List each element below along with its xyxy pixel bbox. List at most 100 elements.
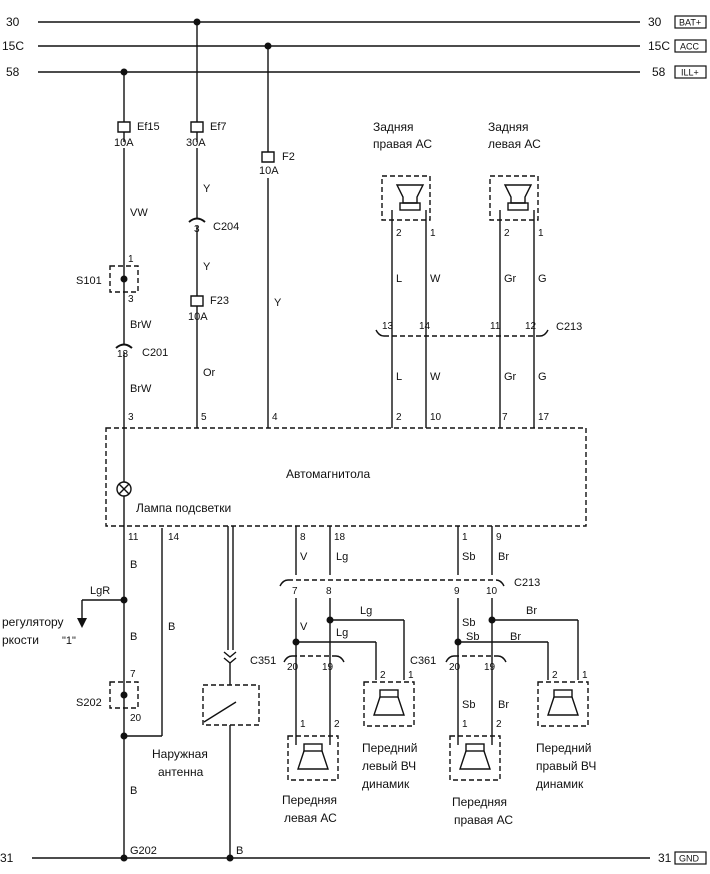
svg-text:G: G — [538, 371, 547, 383]
battery-feed: Ef7 30A Y 3 C204 Y F23 10A Or 5 — [186, 18, 239, 428]
svg-text:2: 2 — [334, 719, 340, 730]
svg-text:Gr: Gr — [504, 371, 517, 383]
svg-text:11: 11 — [128, 532, 139, 543]
g202-label: G202 — [130, 845, 157, 857]
svg-text:8: 8 — [300, 532, 306, 543]
svg-text:L: L — [396, 273, 402, 285]
lamp-ground: 11 14 B LgR регулятору ркости "1" B S202… — [2, 496, 180, 862]
tw-right-label-2: правый ВЧ — [536, 759, 596, 773]
c204-label: C204 — [213, 221, 239, 233]
fuse-ef7-rating: 30A — [186, 137, 206, 149]
rail-15c-left-label: 15C — [2, 39, 24, 53]
front-right-speaker-box — [449, 735, 501, 781]
svg-text:B: B — [130, 785, 137, 797]
acc-tag: ACC — [680, 42, 700, 52]
wire-vw: VW — [130, 207, 148, 219]
svg-text:7: 7 — [292, 586, 298, 597]
tw-right-label-3: динамик — [536, 777, 584, 791]
svg-text:V: V — [300, 551, 308, 563]
svg-text:2: 2 — [396, 228, 402, 239]
fuse-f2-rating: 10A — [259, 165, 279, 177]
front-left-wiring: 8 18 V Lg C213 7 8 Lg V V Lg C351 20 19 … — [250, 526, 540, 825]
svg-text:13: 13 — [117, 349, 129, 360]
svg-text:5: 5 — [201, 412, 207, 423]
rear-left-speaker: Задняя левая АС 2 1 Gr G Gr G 7 17 — [488, 120, 550, 428]
fuse-ef7-name: Ef7 — [210, 121, 227, 133]
rail-31-right-label: 31 — [658, 851, 672, 865]
antenna-label-1: Наружная — [152, 747, 208, 761]
c201-label: C201 — [142, 347, 168, 359]
head-unit-title: Автомагнитола — [286, 467, 371, 481]
front-right-tweeter-box — [537, 681, 589, 727]
svg-text:Br: Br — [526, 605, 537, 617]
wire-brw-2: BrW — [130, 383, 152, 395]
wire-brw-1: BrW — [130, 319, 152, 331]
rail-15c-right-label: 15C — [648, 39, 670, 53]
gnd-tag: GND — [679, 854, 700, 864]
svg-text:3: 3 — [128, 412, 134, 423]
svg-text:Gr: Gr — [504, 273, 517, 285]
svg-text:Sb: Sb — [462, 617, 475, 629]
svg-text:Задняя: Задняя — [373, 120, 414, 134]
rail-31-left-label: 31 — [0, 851, 14, 865]
svg-text:20: 20 — [130, 713, 142, 724]
power-rails: 30 15C 58 31 30 15C 58 31 BAT+ ACC ILL+ … — [0, 15, 707, 865]
c351-label: C351 — [250, 655, 276, 667]
fuse-ef15-rating: 10A — [114, 137, 134, 149]
rail-30-left-label: 30 — [6, 15, 20, 29]
fuse-f23-name: F23 — [210, 295, 229, 307]
fuse-ef15-name: Ef15 — [137, 121, 160, 133]
antenna: B Наружная антенна — [152, 526, 260, 862]
rail-58-left-label: 58 — [6, 65, 20, 79]
svg-text:7: 7 — [130, 669, 136, 680]
wire-lgr: LgR — [90, 585, 110, 597]
head-unit: Автомагнитола Лампа подсветки — [105, 427, 587, 527]
tw-left-label-2: левый ВЧ — [362, 759, 416, 773]
svg-text:левая АС: левая АС — [488, 137, 541, 151]
dimmer-ref: "1" — [62, 635, 76, 647]
svg-text:10: 10 — [430, 412, 442, 423]
front-left-label-2: левая АС — [284, 811, 337, 825]
front-right-wiring: 1 9 Sb Br 9 10 Br Sb Sb Br C361 20 19 Sb… — [410, 526, 596, 827]
svg-text:9: 9 — [454, 586, 460, 597]
rear-right-speaker: Задняя правая АС 2 1 L W L W 2 10 — [373, 120, 442, 428]
svg-text:14: 14 — [419, 321, 431, 332]
front-right-label-2: правая АС — [454, 813, 513, 827]
svg-text:B: B — [130, 559, 137, 571]
illumination-feed: Ef15 10A VW S101 1 3 BrW 13 C201 BrW 3 — [76, 68, 168, 428]
rail-30-right-label: 30 — [648, 15, 662, 29]
tw-left-label-1: Передний — [362, 741, 417, 755]
svg-text:1: 1 — [300, 719, 306, 730]
svg-text:Y: Y — [203, 261, 211, 273]
front-left-label-1: Передняя — [282, 793, 337, 807]
dimmer-line2: ркости — [2, 633, 39, 647]
svg-text:Lg: Lg — [360, 605, 372, 617]
s101-label: S101 — [76, 275, 102, 287]
bat-tag: BAT+ — [679, 18, 701, 28]
svg-text:L: L — [396, 371, 402, 383]
svg-text:13: 13 — [382, 321, 394, 332]
svg-text:19: 19 — [484, 662, 496, 673]
rail-58-right-label: 58 — [652, 65, 666, 79]
splice-s202 — [109, 681, 139, 709]
ill-tag: ILL+ — [681, 68, 699, 78]
svg-text:Sb: Sb — [462, 551, 475, 563]
svg-text:1: 1 — [538, 228, 544, 239]
antenna-label-2: антенна — [158, 765, 204, 779]
svg-text:1: 1 — [128, 254, 134, 265]
svg-text:19: 19 — [322, 662, 334, 673]
svg-text:8: 8 — [326, 586, 332, 597]
svg-text:Y: Y — [274, 297, 282, 309]
svg-text:2: 2 — [552, 670, 558, 681]
fuse-f2-name: F2 — [282, 151, 295, 163]
svg-text:4: 4 — [272, 412, 278, 423]
c213-top-label: C213 — [556, 321, 582, 333]
fuse-f23-rating: 10A — [188, 311, 208, 323]
svg-text:2: 2 — [380, 670, 386, 681]
svg-text:14: 14 — [168, 532, 180, 543]
svg-text:1: 1 — [430, 228, 436, 239]
svg-text:B: B — [236, 845, 243, 857]
splice-s101 — [109, 265, 139, 293]
svg-text:12: 12 — [525, 321, 537, 332]
